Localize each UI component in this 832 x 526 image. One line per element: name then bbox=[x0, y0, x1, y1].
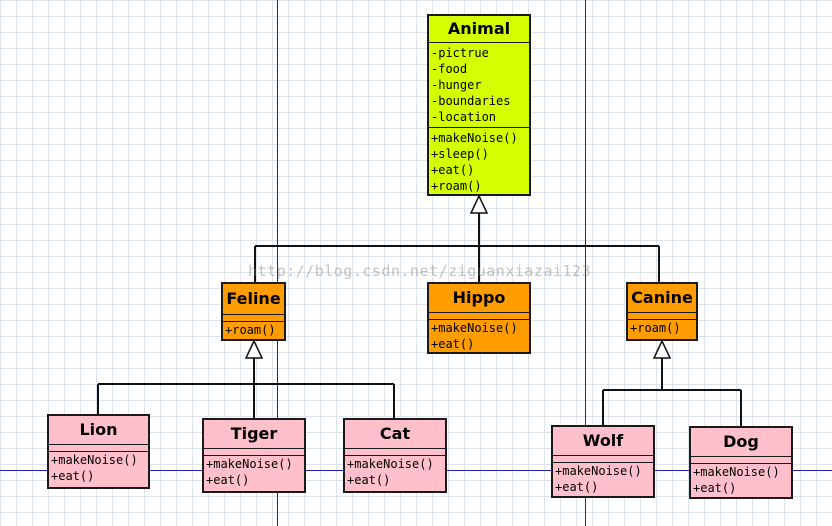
attribute-item: -pictrue bbox=[431, 46, 489, 60]
method-item: +makeNoise() bbox=[347, 457, 434, 471]
method-item: +roam() bbox=[431, 179, 482, 193]
method-item: +makeNoise() bbox=[555, 464, 642, 478]
attribute-item: -location bbox=[431, 110, 497, 124]
inheritance-arrowhead-canine bbox=[652, 339, 672, 359]
method-item: +eat() bbox=[693, 481, 737, 495]
class-name: Lion bbox=[49, 416, 148, 445]
class-hippo[interactable]: Hippo +makeNoise() +eat() bbox=[427, 282, 531, 354]
attribute-item: -boundaries bbox=[431, 94, 511, 108]
page-break-vertical-left bbox=[277, 0, 278, 526]
class-name: Dog bbox=[691, 428, 791, 457]
methods-section: +makeNoise() +eat() bbox=[691, 463, 791, 496]
class-name: Feline bbox=[223, 284, 284, 315]
class-lion[interactable]: Lion +makeNoise() +eat() bbox=[47, 414, 150, 489]
methods-section: +makeNoise() +sleep() +eat() +roam() bbox=[429, 127, 529, 194]
method-item: +eat() bbox=[431, 337, 475, 351]
methods-section: +makeNoise() +eat() bbox=[49, 451, 148, 484]
inheritance-arrowhead-feline bbox=[244, 339, 264, 359]
method-item: +makeNoise() bbox=[431, 321, 518, 335]
class-dog[interactable]: Dog +makeNoise() +eat() bbox=[689, 426, 793, 499]
class-feline[interactable]: Feline +roam() bbox=[221, 282, 286, 341]
methods-section: +roam() bbox=[628, 319, 696, 336]
inheritance-arrowhead-animal bbox=[469, 194, 489, 214]
class-name: Canine bbox=[628, 284, 696, 313]
method-item: +eat() bbox=[431, 163, 475, 177]
method-item: +eat() bbox=[206, 473, 250, 487]
methods-section: +makeNoise() +eat() bbox=[553, 462, 653, 495]
attribute-item: -food bbox=[431, 62, 468, 76]
method-item: +makeNoise() bbox=[51, 453, 138, 467]
class-tiger[interactable]: Tiger +makeNoise() +eat() bbox=[202, 418, 306, 493]
method-item: +makeNoise() bbox=[693, 465, 780, 479]
method-item: +sleep() bbox=[431, 147, 489, 161]
method-item: +makeNoise() bbox=[431, 131, 518, 145]
method-item: +eat() bbox=[51, 469, 95, 483]
methods-section: +makeNoise() +eat() bbox=[429, 319, 529, 352]
page-break-vertical-right bbox=[585, 0, 586, 526]
class-animal[interactable]: Animal -pictrue -food -hunger -boundarie… bbox=[427, 14, 531, 196]
attributes-section: -pictrue -food -hunger -boundaries -loca… bbox=[429, 43, 529, 127]
method-item: +eat() bbox=[555, 480, 599, 494]
method-item: +eat() bbox=[347, 473, 391, 487]
class-name: Cat bbox=[345, 420, 445, 449]
class-cat[interactable]: Cat +makeNoise() +eat() bbox=[343, 418, 447, 493]
attribute-item: -hunger bbox=[431, 78, 482, 92]
methods-section: +makeNoise() +eat() bbox=[345, 455, 445, 488]
class-name: Tiger bbox=[204, 420, 304, 449]
method-item: +roam() bbox=[225, 323, 276, 337]
class-wolf[interactable]: Wolf +makeNoise() +eat() bbox=[551, 425, 655, 498]
watermark-text: http://blog.csdn.net/ziguanxiazai123 bbox=[248, 262, 592, 280]
method-item: +roam() bbox=[630, 321, 681, 335]
class-name: Wolf bbox=[553, 427, 653, 456]
methods-section: +roam() bbox=[223, 321, 284, 338]
class-name: Animal bbox=[429, 16, 529, 43]
methods-section: +makeNoise() +eat() bbox=[204, 455, 304, 488]
method-item: +makeNoise() bbox=[206, 457, 293, 471]
class-name: Hippo bbox=[429, 284, 529, 313]
class-canine[interactable]: Canine +roam() bbox=[626, 282, 698, 341]
